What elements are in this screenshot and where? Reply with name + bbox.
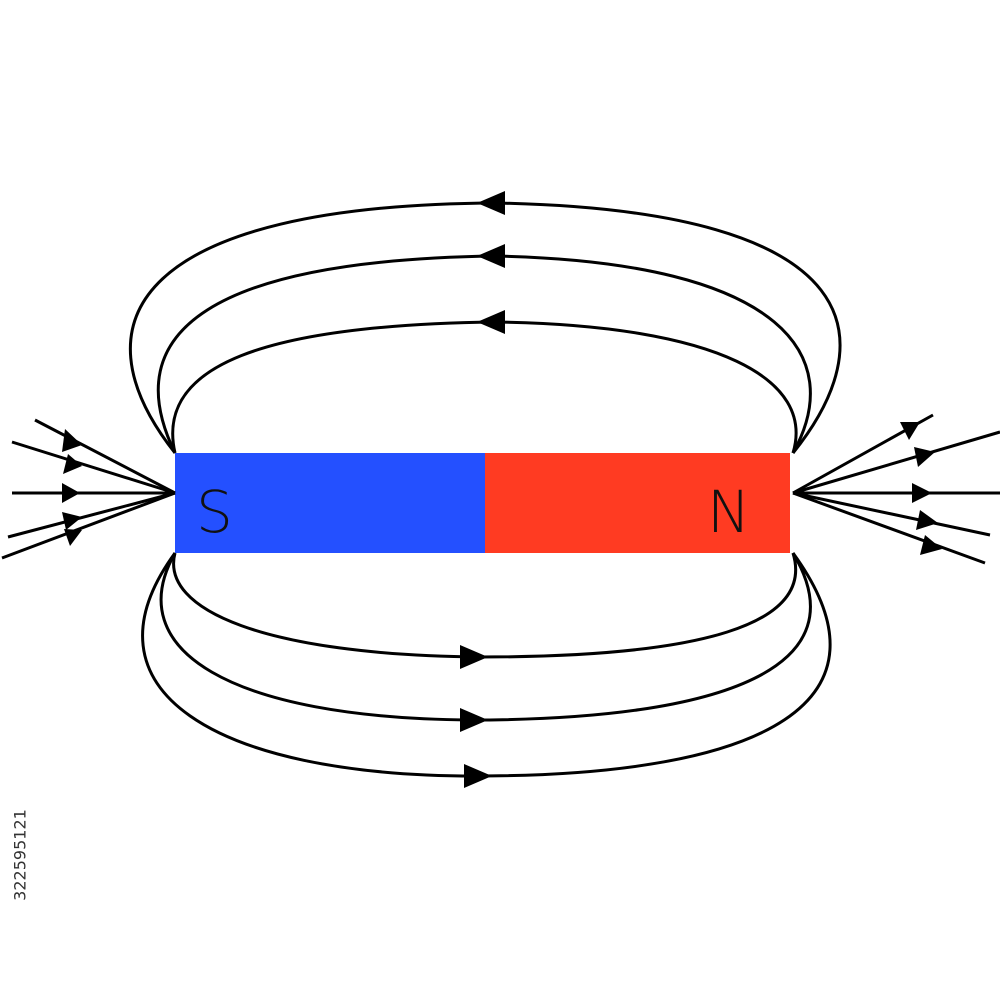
- field-line-left-4: [7, 491, 176, 539]
- arrow-right-icon: [460, 645, 488, 669]
- arrow-left-icon: [477, 191, 505, 215]
- field-line-left-2: [11, 440, 176, 495]
- field-line-upper-inner: [171, 320, 798, 454]
- field-line-left-5: [1, 491, 176, 560]
- arrow-right-icon: [464, 764, 492, 788]
- magnet-south-pole: [175, 453, 485, 553]
- arrow-right-icon: [916, 510, 938, 530]
- field-line-right-4: [792, 491, 991, 537]
- arrow-right-icon: [920, 535, 942, 555]
- field-line-right-5: [792, 491, 986, 565]
- arrow-left-icon: [477, 310, 505, 334]
- magnet-north-pole: [485, 453, 790, 553]
- arrow-left-icon: [477, 244, 505, 268]
- arrow-right-icon: [62, 483, 80, 503]
- field-line-left-1: [34, 418, 176, 495]
- arrow-right-icon: [62, 512, 82, 530]
- arrow-right-icon: [63, 454, 82, 474]
- arrow-right-icon: [64, 529, 82, 546]
- field-line-upper-middle: [156, 254, 812, 454]
- north-pole-label: N: [707, 478, 750, 546]
- field-line-lower-outer: [141, 552, 832, 778]
- field-line-right-2: [792, 430, 1000, 495]
- stock-id-text: 322595121: [10, 809, 30, 901]
- arrow-right-icon: [912, 483, 932, 503]
- field-line-upper-outer: [128, 201, 842, 454]
- arrow-right-icon: [900, 422, 920, 440]
- arrow-right-icon: [62, 429, 82, 452]
- field-line-lower-inner: [172, 552, 798, 659]
- arrow-right-icon: [460, 708, 488, 732]
- arrow-right-icon: [914, 447, 935, 467]
- south-pole-label: S: [196, 478, 233, 546]
- stock-id: 322595121: [8, 770, 32, 940]
